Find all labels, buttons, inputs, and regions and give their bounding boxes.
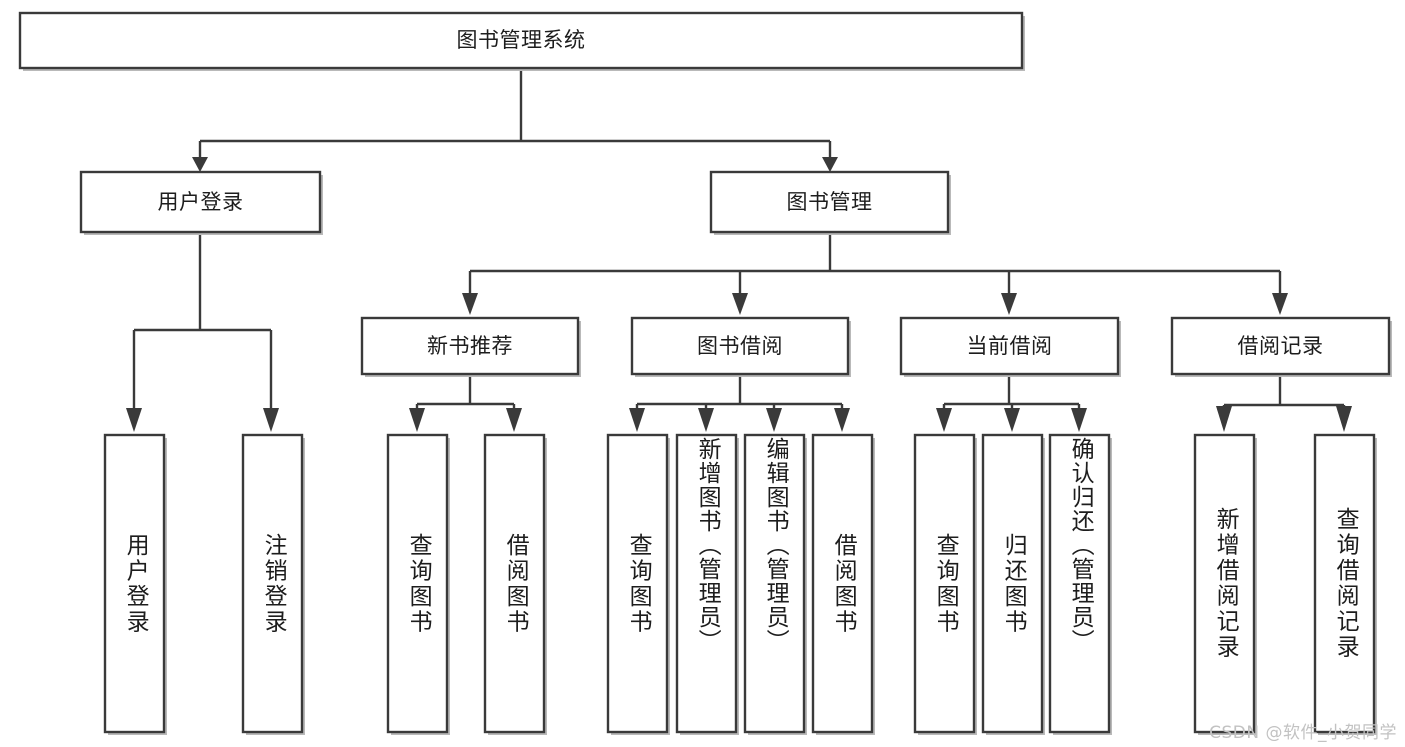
arrowhead-borrow-record bbox=[1272, 293, 1288, 315]
arrowhead-leaf-query-book-mgmt bbox=[629, 408, 645, 432]
arrowhead-leaf-query-book-cur bbox=[936, 408, 952, 432]
arrowhead-leaf-borrow-book-mgmt bbox=[834, 408, 850, 432]
arrowhead-leaf-query-book-rec bbox=[409, 408, 425, 432]
root-node-box[interactable] bbox=[18, 11, 1024, 70]
connector-layer bbox=[126, 68, 1352, 432]
arrowhead-leaf-add-record bbox=[1216, 406, 1232, 432]
arrowhead-book-management bbox=[822, 157, 838, 172]
arrowhead-leaf-confirm-return bbox=[1071, 408, 1087, 432]
node-borrow-record[interactable] bbox=[1170, 316, 1391, 376]
node-book-borrow[interactable] bbox=[630, 316, 850, 376]
arrowhead-leaf-user-login bbox=[126, 408, 142, 432]
node-leaf-user-login[interactable] bbox=[103, 433, 166, 734]
arrowhead-current-borrow bbox=[1001, 293, 1017, 315]
node-leaf-query-book-cur[interactable] bbox=[913, 433, 976, 734]
arrowhead-new-book-recommend bbox=[462, 293, 478, 315]
arrowhead-leaf-query-record bbox=[1336, 406, 1352, 432]
node-leaf-query-record[interactable] bbox=[1313, 433, 1376, 734]
arrowhead-leaf-return-book bbox=[1004, 408, 1020, 432]
node-leaf-return-book[interactable] bbox=[981, 433, 1044, 734]
arrowhead-user-login bbox=[192, 157, 208, 172]
arrowhead-leaf-edit-book bbox=[766, 408, 782, 432]
node-current-borrow[interactable] bbox=[899, 316, 1120, 376]
node-leaf-query-book-mgmt[interactable] bbox=[606, 433, 669, 734]
csdn-watermark: CSDN @软件_小贺同学 bbox=[1209, 723, 1397, 743]
node-leaf-confirm-return[interactable] bbox=[1048, 433, 1111, 734]
arrowhead-book-borrow bbox=[732, 293, 748, 315]
node-leaf-borrow-book-rec[interactable] bbox=[483, 433, 546, 734]
node-new-book-recommend[interactable] bbox=[360, 316, 580, 376]
node-leaf-query-book-rec[interactable] bbox=[386, 433, 449, 734]
node-leaf-borrow-book-mgmt[interactable] bbox=[811, 433, 874, 734]
node-layer bbox=[18, 11, 1392, 735]
node-book-management[interactable] bbox=[709, 170, 950, 234]
arrowhead-leaf-add-book bbox=[698, 408, 714, 432]
arrowhead-leaf-logout bbox=[263, 408, 279, 432]
node-leaf-add-book[interactable] bbox=[675, 433, 738, 734]
arrowhead-leaf-borrow-book-rec bbox=[506, 408, 522, 432]
node-user-login[interactable] bbox=[79, 170, 322, 234]
node-leaf-logout[interactable] bbox=[241, 433, 304, 734]
node-leaf-add-record[interactable] bbox=[1193, 433, 1256, 734]
node-leaf-edit-book[interactable] bbox=[743, 433, 806, 734]
